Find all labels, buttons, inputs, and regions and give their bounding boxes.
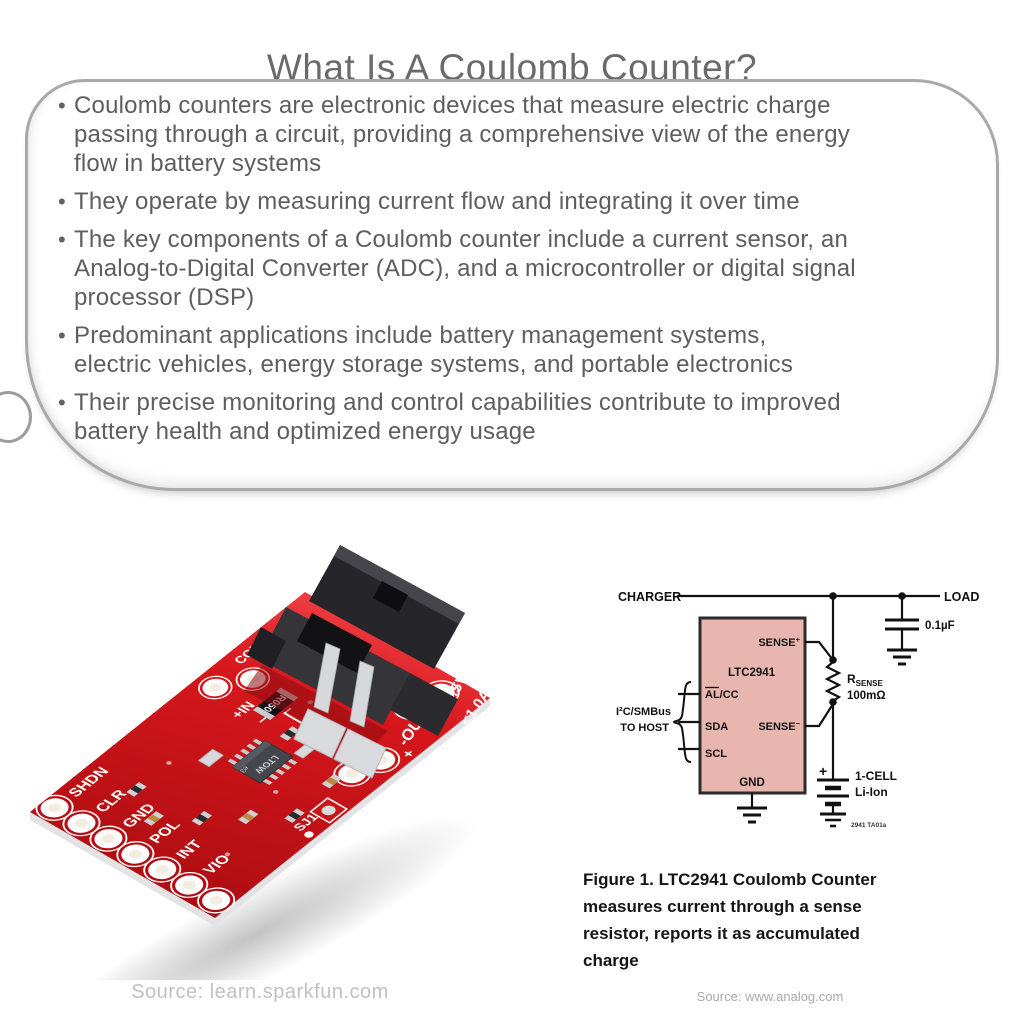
sda-pin-label: SDA — [705, 721, 728, 733]
sense-minus-pin-label: SENSE− — [758, 719, 800, 733]
pin-hole-rings — [35, 794, 236, 914]
circuit-diagram: CHARGER LOAD 0.1µF LTC2941 SENSE+ AL/CC … — [616, 590, 979, 829]
chip-ground-symbol — [737, 806, 767, 824]
bullet-text: Coulomb counters are electronic devices … — [74, 92, 850, 177]
board-shadow — [31, 814, 479, 980]
scl-pin-label: SCL — [705, 748, 727, 760]
diagram-source-caption: Source: www.analog.com — [696, 989, 844, 1004]
chip-name-label: LTC2941 — [728, 667, 776, 679]
main-ic: LTOW e3 — [227, 738, 298, 786]
sense-plus-pin-label: SENSE+ — [758, 635, 800, 649]
figure-caption-line: resistor, reports it as accumulated — [583, 924, 860, 943]
cap-value-label: 0.1µF — [925, 620, 955, 632]
schematic-tag: 2941 TA01a — [851, 822, 887, 829]
bullet-marker: • — [58, 227, 66, 252]
bullet-text: Their precise monitoring and control cap… — [74, 389, 841, 445]
charger-label: CHARGER — [618, 590, 681, 604]
load-label: LOAD — [944, 590, 979, 604]
bullet-text: Predominant applications include battery… — [74, 322, 794, 378]
gnd-pin-label: GND — [739, 777, 765, 789]
rsense-label: RSENSE — [847, 672, 883, 688]
ic-marking-2: e3 — [238, 765, 250, 773]
bus-brace — [672, 681, 692, 763]
figure-caption-line: Figure 1. LTC2941 Coulomb Counter — [583, 870, 877, 889]
rsense-value-label: 100mΩ — [847, 690, 886, 702]
speech-bubble: • Coulomb counters are electronic device… — [25, 79, 999, 491]
chip-body — [698, 616, 807, 795]
bullet-item: • The key components of a Coulomb counte… — [58, 225, 970, 312]
battery-plus-sign: + — [819, 763, 827, 779]
battery-label-line1: 1-CELL — [855, 769, 897, 783]
battery-label-line2: Li-Ion — [855, 785, 888, 799]
bullet-text: They operate by measuring current flow a… — [74, 188, 800, 215]
bullet-marker: • — [58, 189, 66, 214]
figure-caption-line: charge — [583, 951, 639, 970]
bus-label-line2: TO HOST — [620, 722, 669, 734]
bullet-item: • Coulomb counters are electronic device… — [58, 91, 970, 178]
bullet-item: • Predominant applications include batte… — [58, 321, 970, 379]
alcc-pin-label: AL/CC — [705, 689, 739, 701]
pcb-photo: SHDN CLR GND POL INT VIO + — [30, 545, 495, 980]
bus-label-line1: I²C/SMBus — [616, 706, 671, 718]
bullet-item: • They operate by measuring current flow… — [58, 187, 970, 216]
bullet-item: • Their precise monitoring and control c… — [58, 388, 970, 446]
ground-symbol — [887, 648, 917, 666]
figure-caption: Figure 1. LTC2941 Coulomb Counter measur… — [583, 866, 883, 974]
photo-source-caption: Source: learn.sparkfun.com — [131, 981, 389, 1003]
battery-symbol — [817, 778, 849, 828]
jst-connector — [244, 545, 465, 779]
bullet-marker: • — [58, 93, 66, 118]
figure-caption-line: measures current through a sense — [583, 897, 862, 916]
bullet-text: The key components of a Coulomb counter … — [74, 226, 856, 311]
bullet-marker: • — [58, 390, 66, 415]
resistor-zigzag — [824, 661, 842, 702]
bullet-marker: • — [58, 323, 66, 348]
bullet-list: • Coulomb counters are electronic device… — [28, 82, 996, 446]
pin-hole-bores — [48, 803, 223, 905]
